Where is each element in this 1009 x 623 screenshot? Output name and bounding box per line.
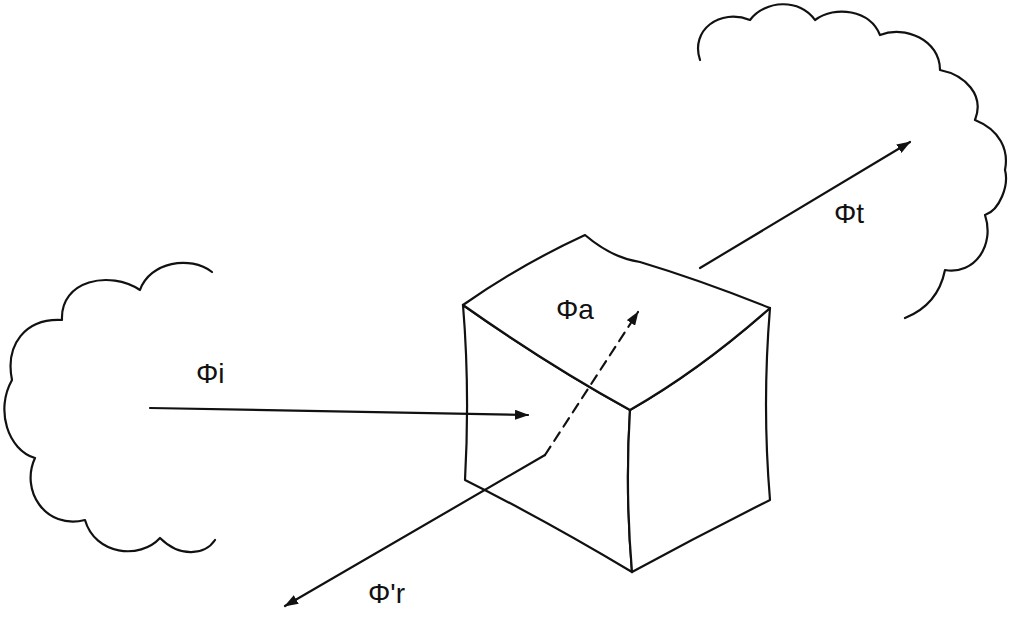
- absorbed-flux-label: Φa: [556, 296, 594, 324]
- transmitted-arrow: [700, 142, 910, 268]
- reflected-arrow: [285, 455, 545, 606]
- incident-flux-label: Φi: [196, 360, 225, 388]
- transmitted-flux-label: Φt: [834, 200, 864, 228]
- source-cloud: [4, 263, 215, 552]
- volume-element: [463, 235, 770, 572]
- target-cloud: [698, 4, 1006, 318]
- absorbed-arrow: [545, 312, 638, 455]
- incident-arrow: [150, 408, 528, 415]
- reflected-flux-label: Φ'r: [368, 580, 405, 608]
